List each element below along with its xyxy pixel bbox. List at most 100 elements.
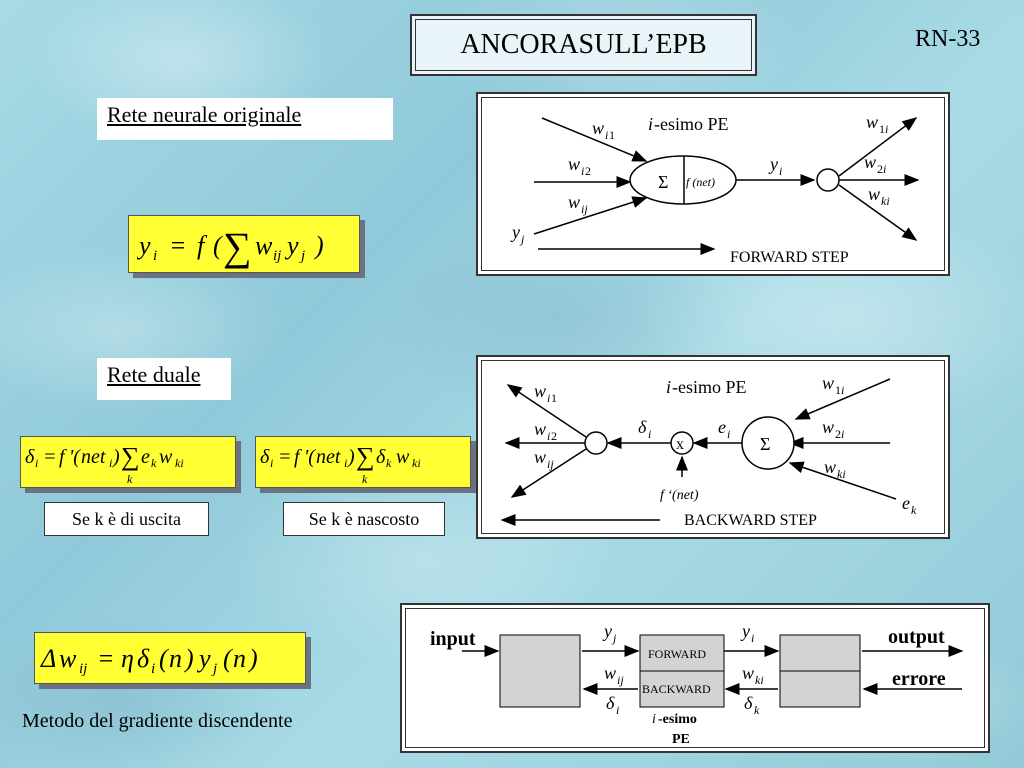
svg-text:f: f xyxy=(197,231,208,260)
block-forward-label: FORWARD xyxy=(648,647,706,661)
svg-text:k: k xyxy=(911,503,917,517)
svg-text:w: w xyxy=(742,663,754,683)
svg-text:e: e xyxy=(141,446,150,468)
svg-text:i: i xyxy=(547,391,550,405)
svg-text:w: w xyxy=(159,446,173,468)
forward-pe-index: i xyxy=(648,114,653,134)
svg-text:ki: ki xyxy=(837,467,846,481)
svg-text:ki: ki xyxy=(755,673,764,687)
svg-text:w: w xyxy=(822,417,834,437)
svg-text:y: y xyxy=(284,231,299,260)
svg-text:y: y xyxy=(510,222,520,242)
svg-text:net: net xyxy=(316,446,341,468)
svg-text:i: i xyxy=(883,162,886,176)
slide-number: RN-33 xyxy=(915,26,981,52)
block-pe-index: i xyxy=(652,712,656,727)
svg-text:i: i xyxy=(270,456,273,470)
svg-text:δ: δ xyxy=(606,693,615,713)
svg-text:k: k xyxy=(362,472,368,486)
svg-text:w: w xyxy=(59,644,77,673)
title-end: EPB xyxy=(655,29,707,60)
condition-hidden: Se k è nascosto xyxy=(283,502,445,536)
svg-text:i: i xyxy=(153,248,157,264)
svg-text:w: w xyxy=(592,118,604,138)
svg-text:i: i xyxy=(751,631,754,645)
backward-diagram-svg: Σ x f ‘(net) i -esimo PE BACKWARD STEP w… xyxy=(500,373,917,529)
forward-sum-symbol: Σ xyxy=(658,172,668,192)
svg-text:y: y xyxy=(196,644,211,673)
title-main: ANCORA xyxy=(460,29,579,60)
svg-text:ij: ij xyxy=(79,661,87,677)
svg-text:): ) xyxy=(112,446,120,468)
block-backward-label: BACKWARD xyxy=(642,682,711,696)
svg-text:2: 2 xyxy=(585,164,591,178)
svg-text:i: i xyxy=(885,122,888,136)
block-input-label: input xyxy=(430,628,476,650)
svg-text:ki: ki xyxy=(881,194,890,208)
svg-text:i: i xyxy=(605,128,608,142)
svg-text:δ: δ xyxy=(137,644,150,673)
block-error-label: errore xyxy=(892,668,946,690)
block-pe-label: -esimo xyxy=(658,712,697,727)
svg-text:): ) xyxy=(313,231,324,260)
condition-output: Se k è di uscita xyxy=(44,502,209,536)
svg-text:2: 2 xyxy=(877,162,883,176)
svg-text:e: e xyxy=(718,417,726,437)
svg-text:i: i xyxy=(841,383,844,397)
svg-text:i: i xyxy=(344,456,347,470)
svg-text:i: i xyxy=(841,427,844,441)
svg-text:1: 1 xyxy=(609,128,615,142)
forward-formula: y i = f ( ∑ w ij y j ) xyxy=(128,215,360,273)
svg-text:ij: ij xyxy=(581,202,588,216)
svg-text:2: 2 xyxy=(835,427,841,441)
svg-text:=: = xyxy=(43,446,57,468)
svg-text:i: i xyxy=(779,164,782,178)
svg-text:i: i xyxy=(35,456,38,470)
svg-text:): ) xyxy=(347,446,355,468)
method-caption: Metodo del gradiente discendente xyxy=(22,710,293,732)
svg-text:∑: ∑ xyxy=(356,442,375,471)
svg-text:w: w xyxy=(824,457,836,477)
svg-text:i: i xyxy=(648,427,651,441)
svg-text:∑: ∑ xyxy=(121,442,140,471)
svg-text:f: f xyxy=(59,446,67,468)
svg-text:j: j xyxy=(211,661,217,677)
svg-text:w: w xyxy=(864,152,876,172)
svg-text:1: 1 xyxy=(835,383,841,397)
svg-text:1: 1 xyxy=(879,122,885,136)
svg-text:i: i xyxy=(109,456,112,470)
svg-text:δ: δ xyxy=(638,417,647,437)
backward-step-label: BACKWARD STEP xyxy=(684,512,817,529)
svg-text:δ: δ xyxy=(376,446,386,468)
svg-text:'(: '( xyxy=(69,446,81,468)
svg-text:i: i xyxy=(547,429,550,443)
backward-pe-label: -esimo PE xyxy=(672,377,747,397)
svg-text:y: y xyxy=(602,621,612,641)
svg-text:n: n xyxy=(233,644,246,673)
svg-text:w: w xyxy=(255,231,273,260)
svg-text:(: ( xyxy=(159,644,169,673)
svg-text:k: k xyxy=(151,456,157,470)
svg-text:): ) xyxy=(183,644,194,673)
svg-text:j: j xyxy=(519,232,525,246)
svg-text:i: i xyxy=(727,427,730,441)
weight-update-svg: Δ w ij = η δ i ( n ) y j ( n ) xyxy=(40,644,258,677)
svg-text:k: k xyxy=(127,472,133,486)
svg-text:(: ( xyxy=(213,231,223,260)
svg-text:w: w xyxy=(396,446,410,468)
svg-text:n: n xyxy=(169,644,182,673)
svg-text:'(: '( xyxy=(304,446,316,468)
svg-text:=: = xyxy=(169,231,187,260)
section-original-label: Rete neurale originale xyxy=(97,98,393,140)
svg-text:y: y xyxy=(136,231,151,260)
svg-text:j: j xyxy=(611,631,617,645)
svg-text:): ) xyxy=(247,644,258,673)
block-output-label: output xyxy=(888,626,945,648)
svg-text:e: e xyxy=(902,493,910,513)
backward-mult-symbol: x xyxy=(676,436,684,453)
svg-text:δ: δ xyxy=(744,693,753,713)
